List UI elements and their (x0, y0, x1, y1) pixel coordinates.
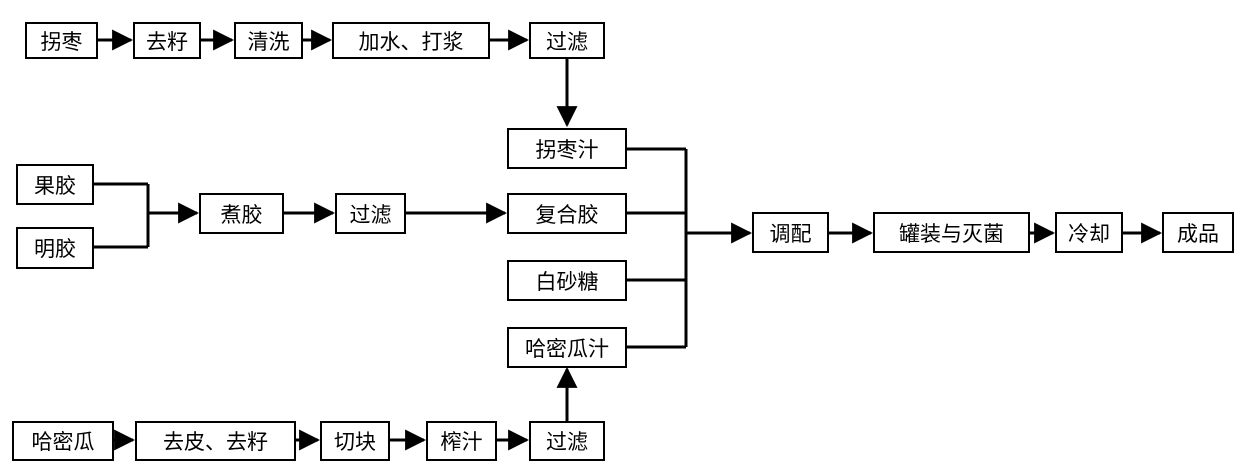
node-qiekuai: 切块 (320, 421, 390, 461)
node-tiaopei: 调配 (752, 212, 829, 253)
node-mingjiao: 明胶 (16, 227, 94, 269)
node-guolv-mid: 过滤 (335, 193, 406, 234)
node-lengque: 冷却 (1055, 212, 1123, 253)
node-hamiguazhi: 哈密瓜汁 (507, 327, 627, 368)
node-hamigua: 哈密瓜 (12, 421, 114, 461)
node-guolv-bottom: 过滤 (529, 421, 605, 461)
node-zhazhi: 榨汁 (426, 421, 497, 461)
node-guaizao: 拐枣 (25, 22, 98, 59)
node-guanzhuang-miejun: 罐装与灭菌 (873, 212, 1030, 253)
node-fuhejiao: 复合胶 (507, 193, 627, 234)
node-chengpin: 成品 (1162, 212, 1234, 253)
node-guaizaozhi: 拐枣汁 (507, 128, 627, 169)
node-jiashui-dajiang: 加水、打浆 (332, 22, 490, 59)
node-zhujiao: 煮胶 (199, 193, 284, 234)
node-qupi-quzi: 去皮、去籽 (135, 421, 296, 461)
node-guojiao: 果胶 (16, 164, 94, 205)
node-quzi: 去籽 (133, 22, 201, 59)
node-qingxi: 清洗 (234, 22, 303, 59)
node-baishatang: 白砂糖 (507, 260, 627, 301)
node-guolv-top: 过滤 (529, 22, 605, 59)
